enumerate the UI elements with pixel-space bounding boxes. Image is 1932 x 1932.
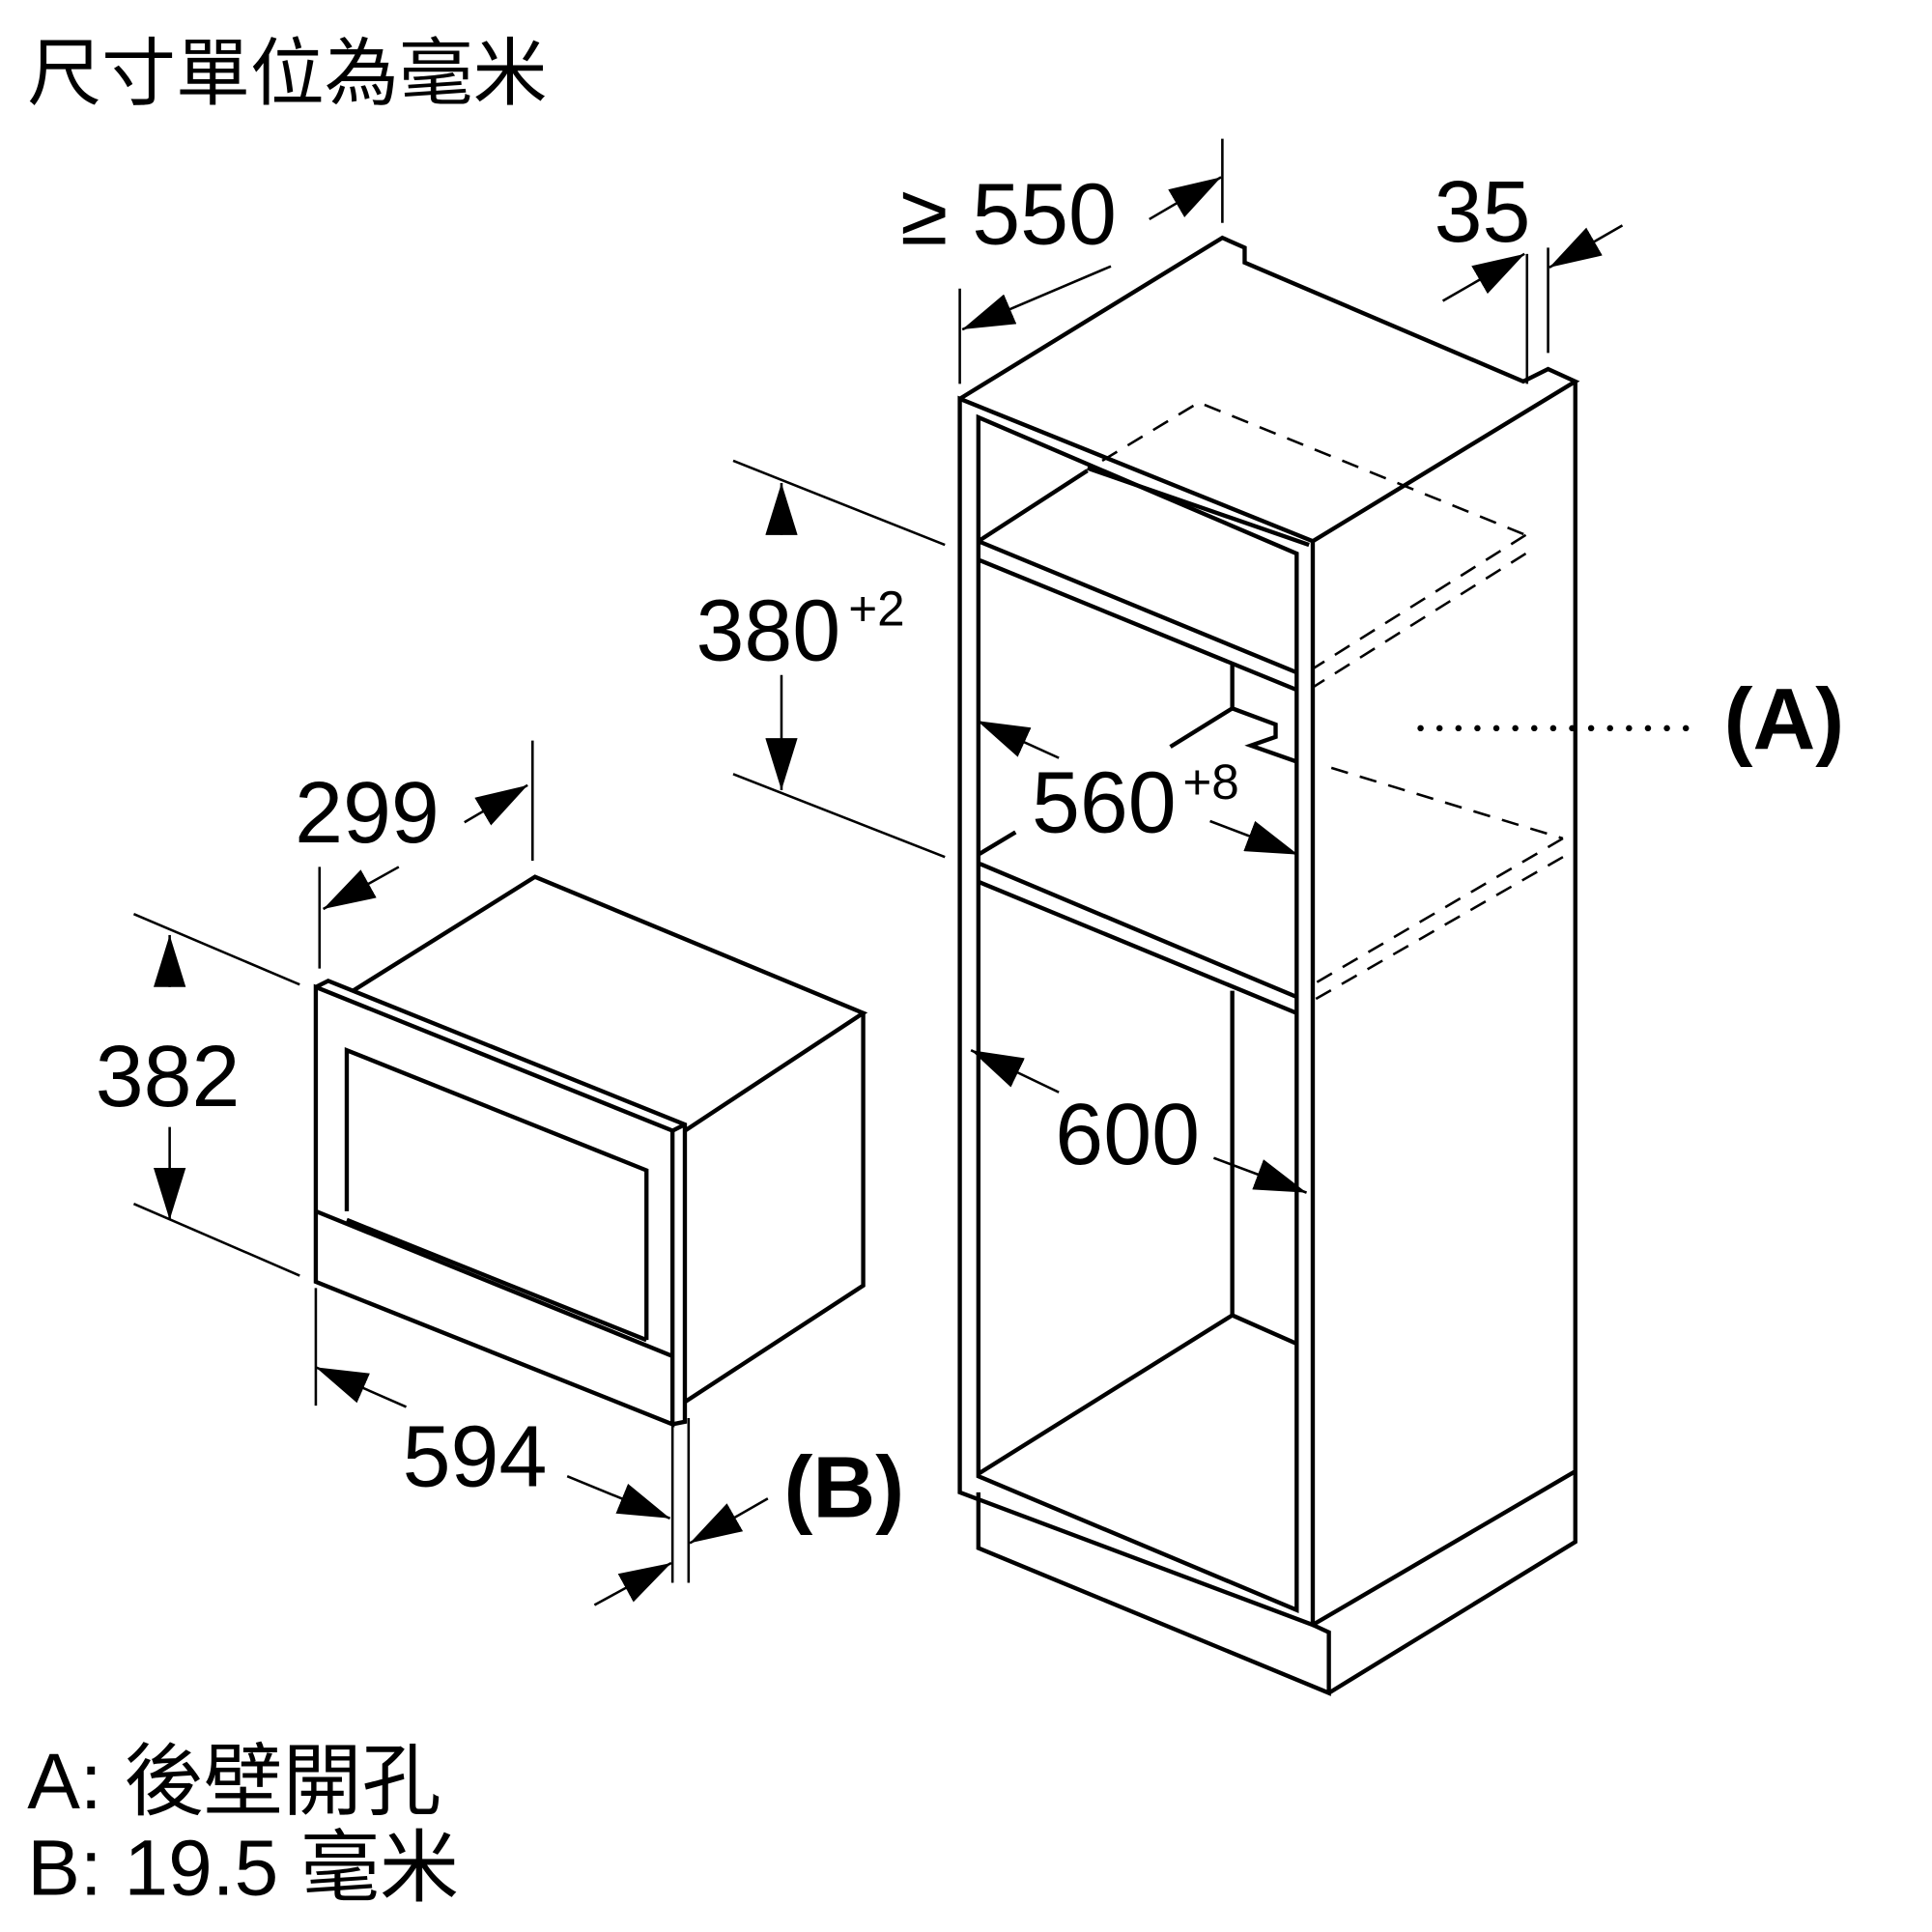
- legend: A: 後壁開孔 B: 19.5 毫米: [27, 1738, 459, 1913]
- hidden-upper-opening-edge-2: [1312, 552, 1527, 689]
- hidden-lower-opening-edge-1: [1312, 837, 1564, 986]
- appliance-depth-arrow-rear: [464, 783, 528, 826]
- depth-arrow-front: [961, 265, 1112, 331]
- callout-b-label: (B): [784, 1440, 905, 1537]
- niche-width-arrow-right: [1209, 819, 1299, 856]
- upper-shelf-front-bottom: [977, 557, 1298, 693]
- appliance-width-arrow-left: [315, 1366, 408, 1408]
- appliance-front-face: [313, 983, 675, 1428]
- units-title: 尺寸單位為毫米: [27, 33, 547, 116]
- lower-shelf-left-edge: [977, 830, 1017, 857]
- niche-width-tolerance: +8: [1182, 754, 1238, 810]
- callout-a-label: (A): [1724, 672, 1845, 769]
- appliance-lip-corner: [671, 1122, 686, 1133]
- cabinet-width-arrow-left: [970, 1049, 1060, 1094]
- hidden-lower-opening-edge-2: [1312, 856, 1564, 1003]
- hidden-upper-opening-edge-1: [1312, 533, 1527, 670]
- appliance-window-bottom: [346, 1217, 648, 1343]
- appliance-width-label: 594: [403, 1408, 548, 1505]
- upper-compartment-left-edge: [977, 469, 1089, 544]
- appliance-body-top: [352, 874, 868, 1133]
- cabinet-top-panel: [958, 235, 1580, 544]
- niche-height-label: 380: [696, 582, 841, 679]
- cabinet-plinth: [976, 1492, 1331, 1696]
- cabinet-front-inner-frame: [976, 413, 1299, 1613]
- appliance-height-label: 382: [96, 1029, 241, 1125]
- lip-arrow-right: [689, 1497, 769, 1545]
- niche-height-tolerance: +2: [848, 581, 904, 636]
- lower-shelf-front-bottom: [977, 879, 1298, 1015]
- appliance-width-arrow-right: [566, 1475, 671, 1520]
- lip-arrow-left: [593, 1561, 672, 1606]
- cabinet-width-arrow-right: [1212, 1156, 1308, 1194]
- cabinet-side-bottom-edge: [1311, 1469, 1577, 1627]
- appliance-height-extension-bottom: [132, 1202, 300, 1277]
- rear-gap-arrow-right: [1548, 224, 1624, 270]
- cabinet-right-side-panel: [1327, 381, 1577, 1695]
- rear-gap-label: 35: [1435, 164, 1531, 261]
- niche-height-extension-bottom: [732, 773, 946, 859]
- cabinet-depth-label: ≥ 550: [900, 167, 1117, 264]
- depth-arrow-rear: [1149, 176, 1222, 221]
- lower-shelf-front-top: [977, 861, 1298, 1000]
- cabinet-front-outer-frame: [957, 395, 1316, 1629]
- appliance-door-window: [344, 1046, 649, 1341]
- niche-rear-bracket: [1230, 662, 1298, 764]
- rear-gap-arrow-left: [1441, 252, 1525, 302]
- upper-shelf-front-top: [977, 539, 1298, 675]
- hidden-lower-rear-edge: [1330, 766, 1564, 840]
- appliance-depth-label: 299: [295, 765, 440, 862]
- lower-compartment-floor-edge: [977, 1313, 1234, 1476]
- legend-item-a: A: 後壁開孔: [27, 1738, 441, 1826]
- niche-width-arrow-left: [977, 719, 1060, 759]
- niche-width-label: 560: [1032, 755, 1177, 852]
- appliance-depth-arrow-front: [322, 866, 400, 911]
- hidden-top-rear-edge: [1101, 401, 1526, 537]
- appliance-dimensions: 299 382 594 (B): [96, 740, 905, 1606]
- appliance-control-strip-top: [315, 1208, 673, 1358]
- appliance-height-extension-top: [132, 912, 300, 986]
- niche-rear-left-edge: [1169, 706, 1234, 749]
- appliance-body-side: [683, 1012, 866, 1405]
- cabinet-width-label: 600: [1055, 1087, 1200, 1183]
- microwave-appliance: [313, 874, 868, 1428]
- niche-height-extension-top: [732, 459, 946, 547]
- top-panel-underside: [1086, 466, 1310, 548]
- legend-item-b: B: 19.5 毫米: [27, 1825, 459, 1913]
- cabinet: [957, 235, 1580, 1696]
- cabinet-dimensions: ≥ 550 35 380 +2 560 +8 600 (A): [696, 138, 1845, 1194]
